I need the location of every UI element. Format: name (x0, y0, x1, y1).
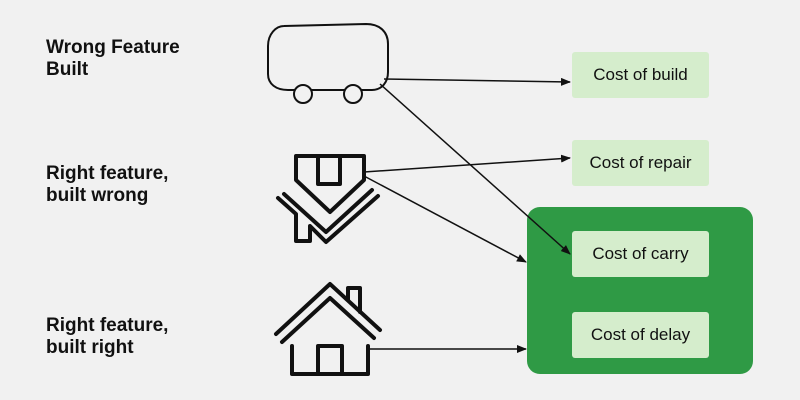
arrow-cart-to-carry (379, 83, 571, 255)
row-label-line: built right (46, 337, 134, 358)
row-label-line: Wrong Feature (46, 37, 180, 58)
broken-house-icon (276, 154, 380, 244)
arrow-built-wrong-to-group (363, 175, 527, 263)
arrow-cart-to-build (383, 77, 571, 86)
house-icon (274, 282, 382, 376)
row-label-line: Built (46, 59, 89, 80)
row-label-line: built wrong (46, 185, 149, 206)
cost-of-delay-box: Cost of delay (572, 312, 709, 358)
cost-of-repair-box: Cost of repair (572, 140, 709, 186)
row-label-built-right: Right feature, built right (46, 315, 168, 359)
row-label-wrong-feature: Wrong Feature Built (46, 37, 180, 81)
arrow-built-wrong-to-repair (363, 154, 571, 173)
row-label-line: Right feature, (46, 163, 169, 184)
row-label-line: Right feature, (46, 315, 169, 336)
cost-of-build-box: Cost of build (572, 52, 709, 98)
row-label-built-wrong: Right feature, built wrong (46, 163, 168, 207)
cart-icon (267, 23, 389, 104)
cost-of-carry-box: Cost of carry (572, 231, 709, 277)
